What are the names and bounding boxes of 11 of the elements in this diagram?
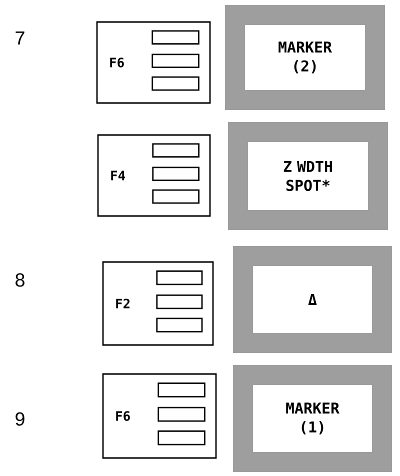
- key-panel: F6: [102, 373, 217, 459]
- softkey-display: Z WDTH SPOT*: [228, 122, 388, 230]
- softkey-display: MARKER (2): [225, 5, 385, 110]
- step-number: 8: [16, 273, 24, 287]
- key-panel: F6: [96, 21, 211, 104]
- step-number: 7: [16, 32, 24, 44]
- key-panel: F4: [97, 134, 211, 217]
- softkey-display: MARKER (1): [233, 365, 392, 472]
- softkey-display: Δ: [233, 246, 392, 353]
- step-number: 9: [16, 412, 24, 426]
- key-panel: F2: [102, 261, 214, 346]
